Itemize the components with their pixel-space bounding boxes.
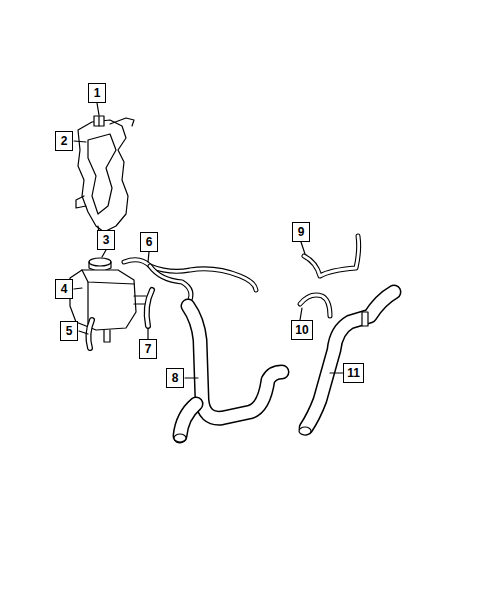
callout-box: 7 [139, 339, 157, 359]
callout-box: 6 [140, 232, 158, 252]
callout-number: 3 [103, 233, 110, 247]
callout-box: 1 [88, 83, 106, 103]
callout-number: 6 [146, 235, 153, 249]
callout-box: 5 [60, 321, 78, 341]
callout-box: 9 [292, 222, 310, 242]
callout-number: 5 [66, 324, 73, 338]
callout-box: 4 [55, 279, 73, 299]
callout-number: 11 [347, 366, 360, 380]
callout-number: 10 [295, 323, 308, 337]
callout-box: 2 [55, 131, 73, 151]
callout-number: 7 [145, 342, 152, 356]
callout-box: 11 [343, 363, 364, 383]
callout-number: 9 [298, 225, 305, 239]
callout-box: 10 [291, 320, 313, 340]
callout-number: 8 [172, 371, 179, 385]
callout-number: 2 [61, 134, 68, 148]
callout-number: 1 [94, 86, 101, 100]
callout-box: 8 [166, 368, 184, 388]
callout-box: 3 [97, 230, 115, 250]
callout-number: 4 [61, 282, 68, 296]
